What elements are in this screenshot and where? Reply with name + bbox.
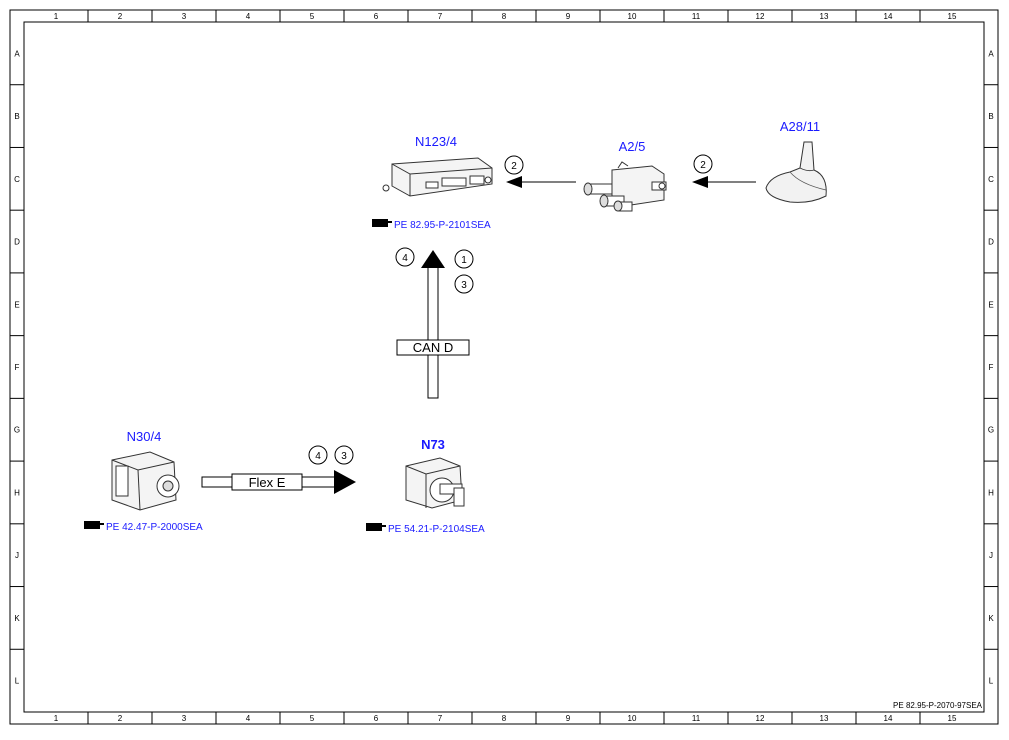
a28-label: A28/11 [780, 119, 820, 134]
component-n30-4[interactable]: N30/4 PE 42.47-P-2000SEA [84, 429, 203, 533]
column-number: 14 [884, 12, 893, 21]
n73-reference-link[interactable]: PE 54.21-P-2104SEA [388, 524, 485, 535]
marker-a2-n123: 2 [511, 161, 517, 172]
column-number: 12 [756, 714, 765, 723]
column-number: 1 [54, 12, 59, 21]
column-number: 3 [182, 714, 187, 723]
signal-arrow-a2-to-n123: 2 [504, 155, 576, 188]
n123-label: N123/4 [415, 134, 457, 149]
column-number: 4 [246, 12, 251, 21]
component-n73[interactable]: N73 PE 54.21-P-2104SEA [366, 437, 485, 535]
control-unit-icon [111, 451, 180, 511]
column-number: 9 [566, 12, 571, 21]
component-a28-11[interactable]: A28/11 [765, 119, 827, 203]
row-letter: B [14, 112, 19, 121]
row-letter: F [989, 363, 994, 372]
column-number: 14 [884, 714, 893, 723]
marker-can-1: 1 [461, 255, 467, 266]
column-number: 11 [692, 714, 701, 723]
flex-e-bus-arrow: Flex E 4 3 [201, 445, 356, 494]
row-letter: E [988, 300, 993, 309]
row-letter: D [988, 238, 994, 247]
flex-e-label: Flex E [249, 475, 286, 490]
can-d-label: CAN D [413, 340, 453, 355]
marker-flex-4: 4 [315, 451, 321, 462]
row-letter: L [15, 677, 20, 686]
signal-arrow-a28-to-a2: 2 [692, 154, 756, 188]
row-letter: L [989, 677, 994, 686]
control-module-icon [382, 157, 493, 197]
row-letter: C [14, 175, 20, 184]
row-letter: G [14, 426, 20, 435]
row-letter: G [988, 426, 994, 435]
row-letter: D [14, 238, 20, 247]
row-letter: E [14, 300, 19, 309]
a2-label: A2/5 [619, 139, 646, 154]
row-letter: A [988, 49, 994, 58]
n73-label: N73 [421, 437, 445, 452]
marker-flex-3: 3 [341, 451, 347, 462]
n30-label: N30/4 [127, 429, 162, 444]
component-a2-5[interactable]: A2/5 [583, 139, 667, 212]
row-index-left: A B C D E F G H J K L [10, 49, 24, 686]
antenna-splitter-icon [583, 161, 667, 212]
row-letter: J [15, 551, 19, 560]
column-number: 15 [948, 714, 957, 723]
row-letter: J [989, 551, 993, 560]
row-letter: H [14, 488, 20, 497]
column-number: 8 [502, 714, 507, 723]
can-d-bus-arrow: CAN D 4 1 3 [395, 247, 474, 399]
row-letter: K [988, 614, 994, 623]
column-number: 12 [756, 12, 765, 21]
antenna-icon [765, 141, 827, 203]
row-letter: K [14, 614, 20, 623]
row-index-right: A B C D E F G H J K L [984, 49, 998, 686]
column-number: 10 [628, 714, 637, 723]
column-number: 13 [820, 12, 829, 21]
column-number: 1 [54, 714, 59, 723]
column-number: 2 [118, 12, 123, 21]
column-number: 6 [374, 714, 379, 723]
row-letter: H [988, 488, 994, 497]
column-number: 9 [566, 714, 571, 723]
column-number: 10 [628, 12, 637, 21]
column-number: 6 [374, 12, 379, 21]
marker-can-4: 4 [402, 253, 408, 264]
column-number: 4 [246, 714, 251, 723]
column-number: 7 [438, 12, 443, 21]
reference-hand-icon [366, 523, 386, 531]
n123-reference-link[interactable]: PE 82.95-P-2101SEA [394, 220, 491, 231]
row-letter: B [988, 112, 993, 121]
column-number: 7 [438, 714, 443, 723]
reference-hand-icon [84, 521, 104, 529]
column-number: 8 [502, 12, 507, 21]
reference-hand-icon [372, 219, 392, 227]
column-number: 13 [820, 714, 829, 723]
column-number: 15 [948, 12, 957, 21]
row-letter: C [988, 175, 994, 184]
ignition-switch-icon [405, 457, 465, 509]
component-n123-4[interactable]: N123/4 PE 82.95-P-2101SEA [372, 134, 493, 231]
column-number: 11 [692, 12, 701, 21]
row-letter: F [15, 363, 20, 372]
marker-a28-a2: 2 [700, 160, 706, 171]
marker-can-3: 3 [461, 280, 467, 291]
column-number: 2 [118, 714, 123, 723]
column-number: 3 [182, 12, 187, 21]
column-number: 5 [310, 12, 315, 21]
row-letter: A [14, 49, 20, 58]
document-id: PE 82.95-P-2070-97SEA [893, 701, 983, 710]
n30-reference-link[interactable]: PE 42.47-P-2000SEA [106, 522, 203, 533]
column-number: 5 [310, 714, 315, 723]
